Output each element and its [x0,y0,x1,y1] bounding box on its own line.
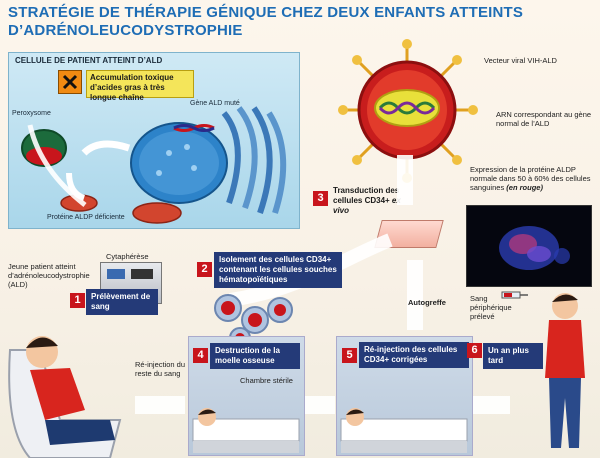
step-6-number: 6 [467,343,482,358]
gene-label: Gène ALD muté [190,100,240,107]
step-1-label: Prélèvement de sang [86,289,158,315]
patient-label: Jeune patient atteint d’adrénoleucodystr… [8,262,90,289]
step-5-label: Ré-injection des cellules CD34+ corrigée… [359,342,469,368]
patient-in-chair-illustration [8,336,122,458]
step-3-number: 3 [313,191,328,206]
viral-vector-illustration [338,39,478,183]
reinjection-label: Ré-injection du reste du sang [135,360,186,378]
title-line-2: D’ADRÉNOLEUCODYSTROPHIE [8,22,243,39]
step-3-text: Transduction des cellules CD34+ [333,186,400,205]
hazard-icon [58,70,82,94]
expression-label: Expression de la protéine ALDP normale d… [470,165,596,192]
step-6-label: Un an plus tard [483,343,543,369]
step-4-number: 4 [193,348,208,363]
cell-illustration [21,106,287,224]
step-3-label: Transduction des cellules CD34+ ex vivo [333,186,413,216]
protein-label: Protéine ALDP déficiente [47,214,125,221]
peroxisome-label: Peroxysome [12,110,51,117]
expression-text: Expression de la protéine ALDP normale d… [470,165,591,192]
healthy-child-illustration [545,293,585,448]
syringe-icon [501,291,528,299]
step-2-number: 2 [197,262,212,277]
expression-note: (en rouge) [506,183,543,192]
chambre-label: Chambre stérile [240,376,293,385]
step-3-em: ex vivo [333,196,401,215]
warning-label: Accumulation toxique d’acides gras à trè… [86,70,194,102]
micrograph-image [466,205,592,287]
step-4-label: Destruction de la moelle osseuse [210,343,300,369]
vector-label: Vecteur viral VIH-ALD [484,56,557,65]
title-line-1: STRATÉGIE DE THÉRAPIE GÉNIQUE CHEZ DEUX … [8,4,524,21]
cell-box-title: CELLULE DE PATIENT ATTEINT D’ALD [15,56,163,65]
autogreffe-label: Autogreffe [408,298,446,307]
arn-label: ARN correspondant au gène normal de l’AL… [496,110,592,128]
step-5-number: 5 [342,348,357,363]
cytapherese-label: Cytaphérèse [106,252,149,261]
step-2-label: Isolement des cellules CD34+ contenant l… [214,252,342,288]
step-1-number: 1 [70,293,85,308]
sang-preleve-label: Sang périphérique prélevé [470,294,512,321]
